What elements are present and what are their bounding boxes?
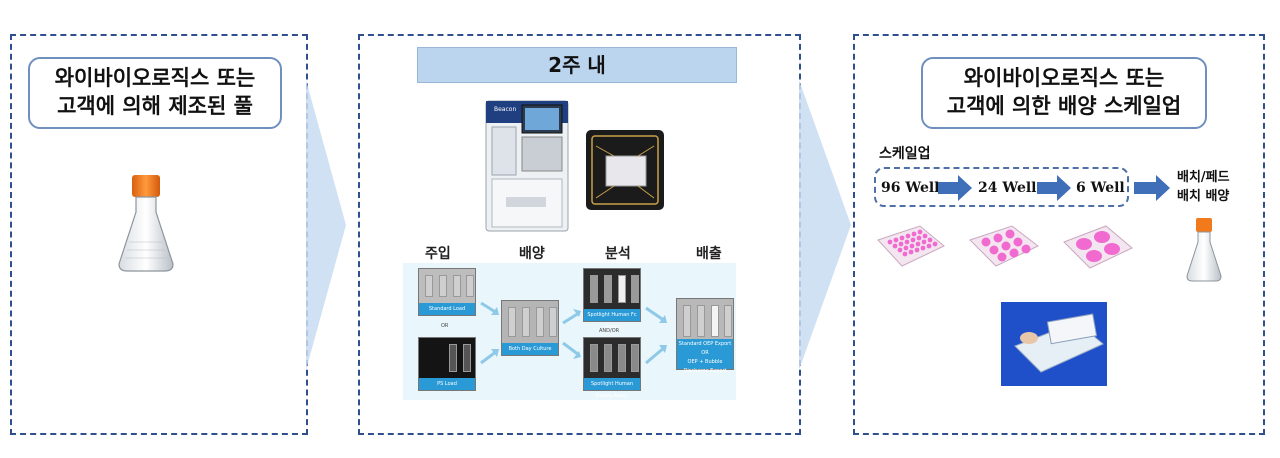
caption-andor: AND/OR — [599, 328, 620, 334]
caption-export-2: OEP + Bubble Discharge Export — [683, 359, 727, 374]
film-assay-kappa: Spotlight Human Kappa Assay — [583, 337, 641, 399]
arrow-24-to-6-icon — [1037, 175, 1071, 201]
chevron-arrow-2 — [799, 80, 851, 370]
well-plate-24-icon — [969, 225, 1039, 267]
well-96-label: 96 Well — [881, 180, 940, 196]
erlenmeyer-flask-icon — [118, 175, 174, 272]
scaleup-label: 스케일업 — [879, 146, 931, 162]
well-sequence-frame — [874, 167, 1129, 207]
scaleup-title-line1: 와이바이오로직스 또는 — [963, 66, 1165, 90]
pool-title-line2: 고객에 의해 제조된 풀 — [57, 94, 253, 118]
caption-standard-load: Standard Load — [419, 303, 475, 315]
scaleup-title-box: 와이바이오로직스 또는 고객에 의한 배양 스케일업 — [921, 57, 1207, 129]
instrument-brand: Beacon — [494, 106, 516, 113]
bioreactor-bag-icon — [1001, 302, 1107, 386]
beacon-instrument-icon: Beacon — [485, 100, 569, 232]
caption-assay-kappa: Spotlight Human Kappa Assay — [584, 378, 640, 399]
timeline-banner: 2주 내 — [417, 47, 737, 83]
caption-ps-load: PS Load — [419, 378, 475, 390]
pool-title-box: 와이바이오로직스 또는 고객에 의해 제조된 풀 — [28, 57, 282, 129]
step-label-assay: 분석 — [605, 246, 631, 262]
arrow-assay1-to-export — [645, 306, 666, 323]
caption-or-1: OR — [441, 323, 449, 329]
caption-culture: Both Day Culture — [502, 343, 558, 355]
film-culture: Both Day Culture — [501, 300, 559, 356]
scaleup-title-line2: 고객에 의한 배양 스케일업 — [946, 94, 1182, 118]
batch-line1: 배치/페드 — [1177, 170, 1230, 185]
caption-export: Standard OEP Export — [678, 341, 732, 347]
well-24-label: 24 Well — [978, 180, 1037, 196]
chevron-arrow-1 — [306, 80, 346, 370]
erlenmeyer-flask-small-icon — [1186, 218, 1222, 282]
arrow-culture-to-assay2 — [562, 341, 580, 357]
caption-or-2: OR — [701, 350, 709, 356]
film-standard-load: Standard Load — [418, 268, 476, 316]
step-label-culture: 배양 — [519, 246, 545, 262]
well-plate-96-icon — [877, 225, 945, 267]
step-label-export: 배출 — [696, 246, 722, 262]
arrow-to-batch-icon — [1134, 175, 1170, 201]
film-assay-fc: Spotlight Human Fc Assay — [583, 268, 641, 330]
caption-assay-fc: Spotlight Human Fc Assay — [584, 309, 640, 330]
well-plate-6-icon — [1063, 225, 1133, 269]
batch-culture-label: 배치/페드 배치 배양 — [1177, 168, 1230, 206]
step-label-load: 주입 — [425, 246, 451, 262]
arrow-assay2-to-export — [645, 345, 666, 365]
film-ps-load: PS Load — [418, 337, 476, 391]
workflow-arrows — [480, 301, 667, 365]
pool-title-line1: 와이바이오로직스 또는 — [54, 66, 256, 90]
arrow-96-to-24-icon — [938, 175, 972, 201]
film-export: Standard OEP Export OR OEP + Bubble Disc… — [676, 298, 734, 374]
arrow-culture-to-assay1 — [562, 311, 580, 325]
optoselect-chip-icon — [586, 130, 664, 210]
well-6-label: 6 Well — [1076, 180, 1125, 196]
batch-line2: 배치 배양 — [1177, 189, 1230, 204]
